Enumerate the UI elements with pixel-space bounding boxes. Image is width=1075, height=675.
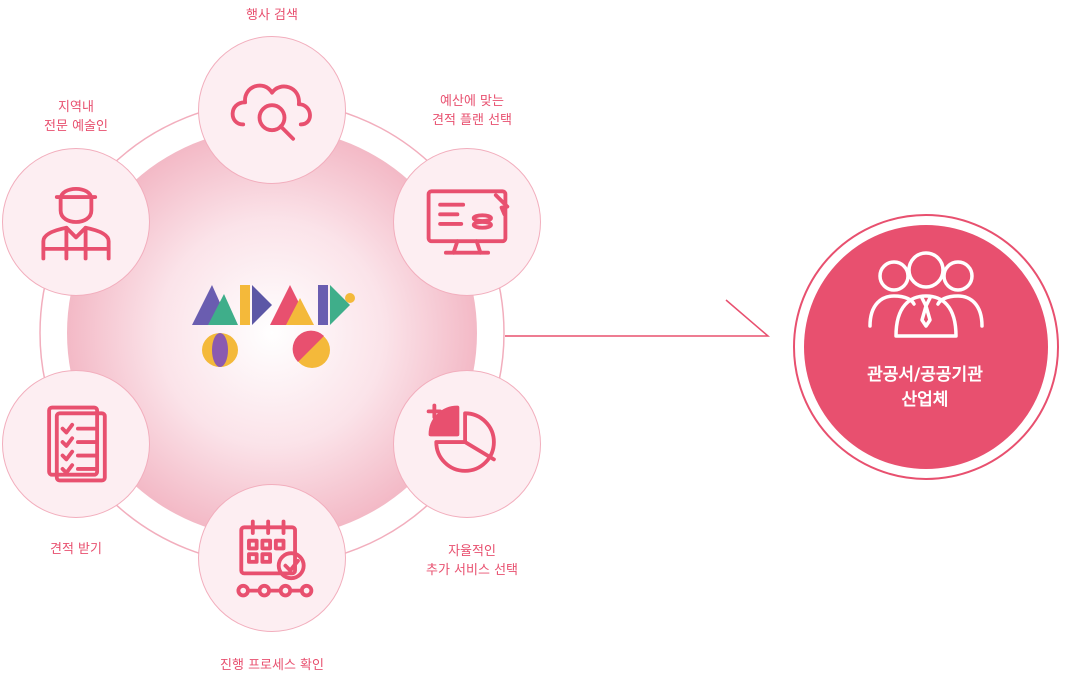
step-label-extra-service: 자율적인 추가 서비스 선택: [426, 544, 518, 578]
colorful-logo-icon: [192, 285, 355, 368]
connector-arrow: [505, 299, 771, 337]
pie-chart-add-icon: [426, 403, 496, 473]
step-node-event-search[interactable]: [198, 36, 346, 184]
people-group-icon: [868, 251, 984, 338]
step-node-local-artist[interactable]: [2, 148, 150, 296]
artist-icon: [41, 186, 111, 261]
step-node-extra-service[interactable]: [393, 370, 541, 518]
step-label-event-search: 행사 검색: [246, 8, 298, 23]
target-circle: [804, 225, 1048, 469]
step-label-local-artist: 지역내 전문 예술인: [44, 100, 108, 134]
cloud-search-icon: [230, 83, 312, 141]
checklist-icon: [47, 405, 107, 483]
step-label-process-check: 진행 프로세스 확인: [220, 658, 324, 673]
target-label: 관공서/공공기관 산업체: [867, 365, 983, 410]
step-label-budget-plan: 예산에 맞는 견적 플랜 선택: [431, 94, 513, 128]
step-node-budget-plan[interactable]: [393, 148, 541, 296]
calendar-check-icon: [236, 519, 314, 598]
hub-circle: [67, 128, 477, 538]
step-node-get-quote[interactable]: [2, 370, 150, 518]
step-node-process-check[interactable]: [198, 484, 346, 632]
monitor-budget-icon: [426, 189, 510, 255]
step-label-get-quote: 견적 받기: [50, 542, 102, 557]
